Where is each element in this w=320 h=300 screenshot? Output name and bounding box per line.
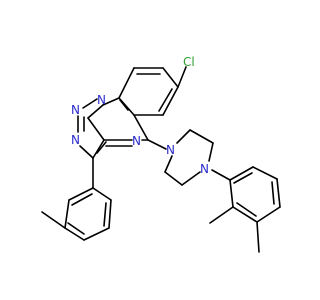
nitrogen-atom-label: N	[97, 93, 106, 107]
label-masks	[71, 54, 212, 175]
bond	[176, 129, 191, 144]
molecule-structure: Cl N N N N N N	[41, 54, 281, 253]
bond	[147, 139, 167, 150]
bond	[87, 117, 105, 141]
bond	[133, 114, 149, 141]
bond	[181, 171, 201, 186]
molecule-canvas: Cl N N N N N N	[41, 54, 281, 253]
nitrogen-atom-label: N	[71, 103, 80, 117]
bond	[92, 139, 105, 159]
bond	[211, 169, 231, 181]
nitrogen-atom-label: N	[71, 133, 80, 147]
bond	[67, 222, 85, 235]
bond	[229, 166, 254, 181]
bond	[209, 206, 234, 224]
bond	[233, 172, 253, 184]
atom-labels: Cl N N N N N N	[71, 55, 209, 176]
bond	[82, 98, 98, 109]
nitrogen-atom-label: N	[132, 134, 141, 148]
bond	[229, 179, 234, 208]
bond	[164, 171, 183, 186]
bond	[276, 178, 281, 208]
bond	[64, 199, 70, 229]
bond	[252, 166, 278, 180]
bond	[102, 97, 120, 106]
chlorine-atom-label: Cl	[183, 55, 195, 69]
bond	[96, 141, 107, 154]
nitrogen-atom-label: N	[166, 143, 175, 157]
bond	[189, 129, 214, 144]
bond	[41, 211, 66, 229]
bond	[271, 181, 275, 205]
bond	[108, 199, 112, 229]
bond	[236, 202, 257, 217]
bond	[162, 67, 179, 88]
bond	[87, 104, 104, 119]
bond	[118, 67, 135, 99]
bond	[68, 187, 94, 201]
bond	[158, 88, 173, 112]
bond	[92, 187, 112, 201]
bond	[256, 221, 260, 253]
bond	[71, 193, 93, 206]
bond	[162, 86, 179, 116]
bonds	[41, 66, 281, 253]
bond	[79, 145, 94, 159]
bond	[103, 202, 107, 227]
bond	[232, 206, 258, 223]
bond	[256, 206, 281, 223]
bond	[164, 155, 173, 173]
bond	[83, 227, 110, 241]
bond	[208, 142, 214, 162]
bond	[64, 227, 85, 241]
bond	[177, 66, 187, 88]
bond	[119, 99, 129, 111]
nitrogen-atom-label: N	[200, 162, 209, 176]
